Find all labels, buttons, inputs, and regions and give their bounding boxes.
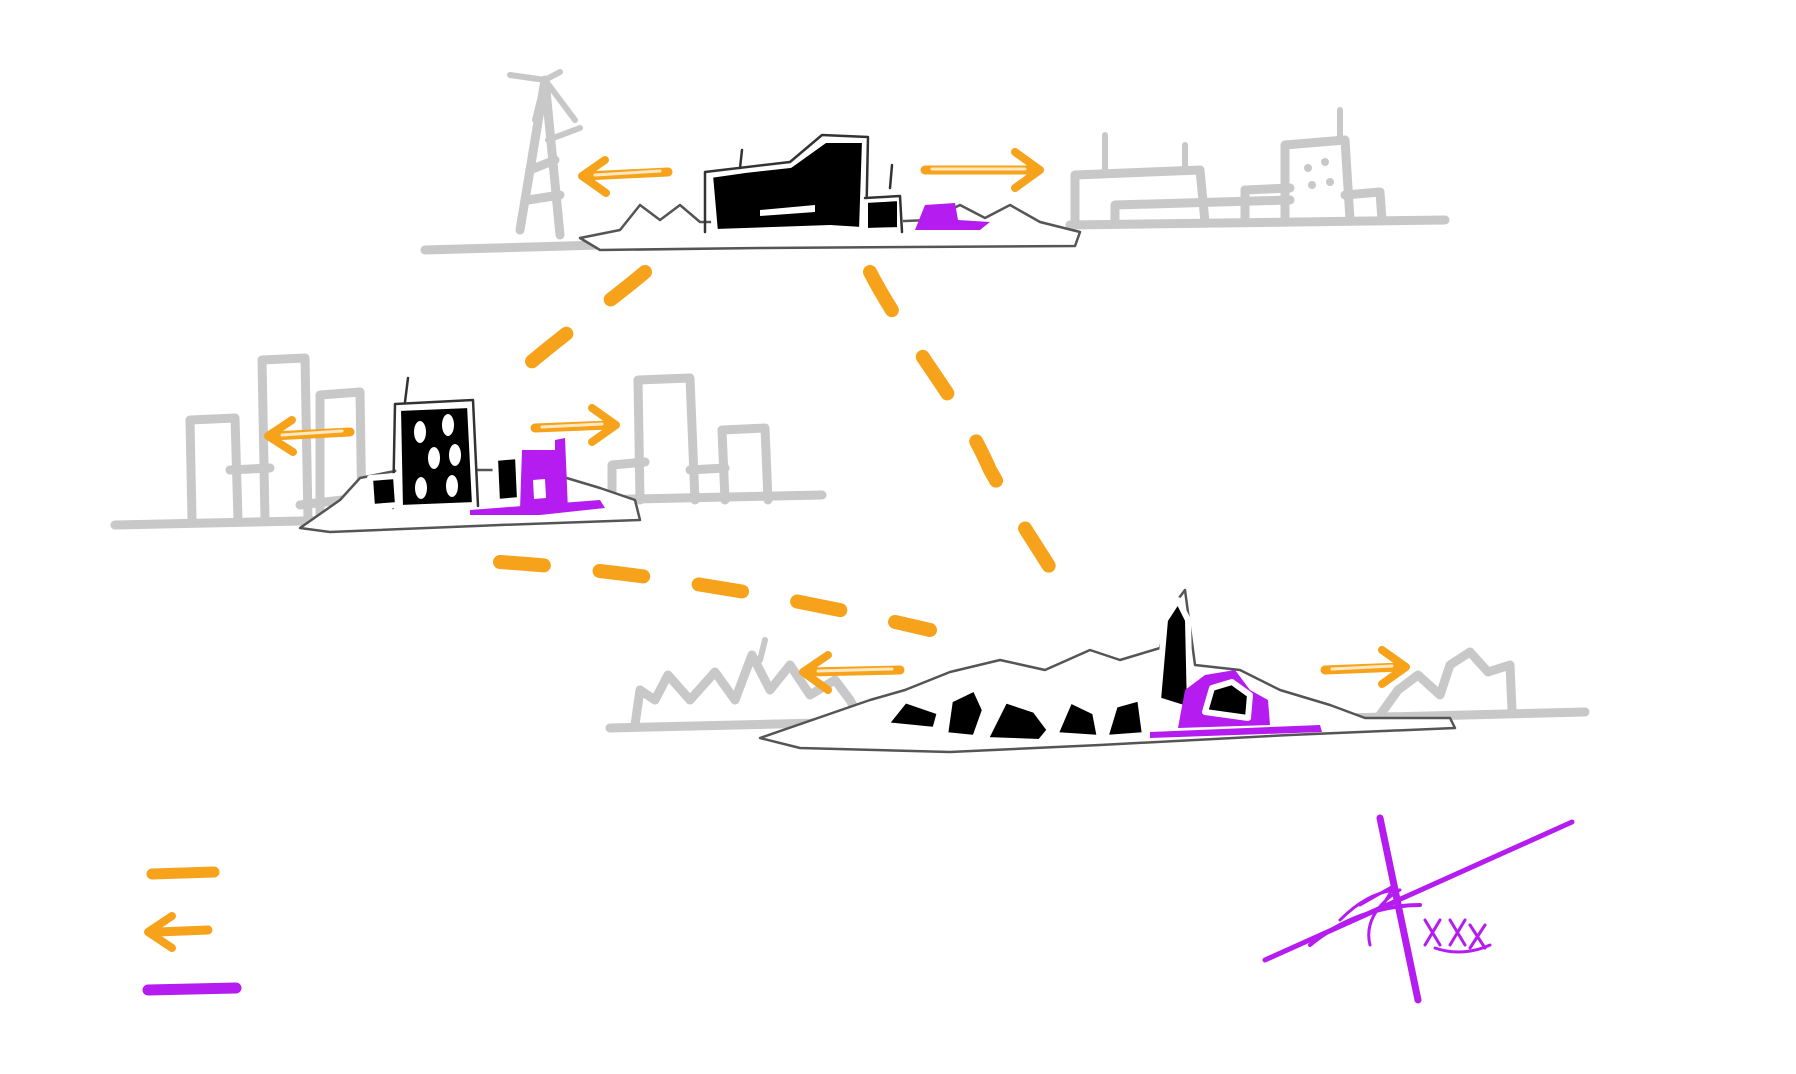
purple-addition-middle	[470, 438, 605, 515]
arrow-top-left	[578, 156, 673, 197]
legend-purple-stroke-icon	[142, 982, 242, 996]
dashed-connection-middle-bottom	[493, 555, 937, 637]
legend	[142, 866, 242, 996]
dashed-connection-top-middle	[488, 265, 652, 402]
dashed-connection-top-bottom	[863, 265, 1082, 617]
scene-top	[420, 69, 1450, 255]
legend-dashed-line-icon	[146, 866, 220, 880]
arrow-bottom-right	[1320, 646, 1410, 688]
context-blocks-left	[110, 353, 367, 530]
building-top	[703, 133, 904, 235]
context-blocks-right	[585, 373, 827, 505]
north-arrow-sketch-icon	[1262, 814, 1575, 1004]
arrow-top-right	[920, 148, 1044, 192]
buildings-bottom	[882, 597, 1193, 745]
connection-lines	[488, 265, 1082, 637]
context-factory	[1065, 107, 1450, 230]
arrow-bottom-left	[799, 651, 905, 694]
arrow-middle-left	[264, 416, 355, 456]
scene-bottom	[605, 588, 1590, 754]
scene-middle	[110, 353, 827, 534]
legend-arrow-icon	[144, 912, 213, 952]
purple-addition-bottom	[1150, 670, 1322, 738]
building-middle	[367, 376, 523, 511]
arrow-middle-right	[530, 404, 620, 446]
purple-addition-top	[915, 203, 990, 230]
